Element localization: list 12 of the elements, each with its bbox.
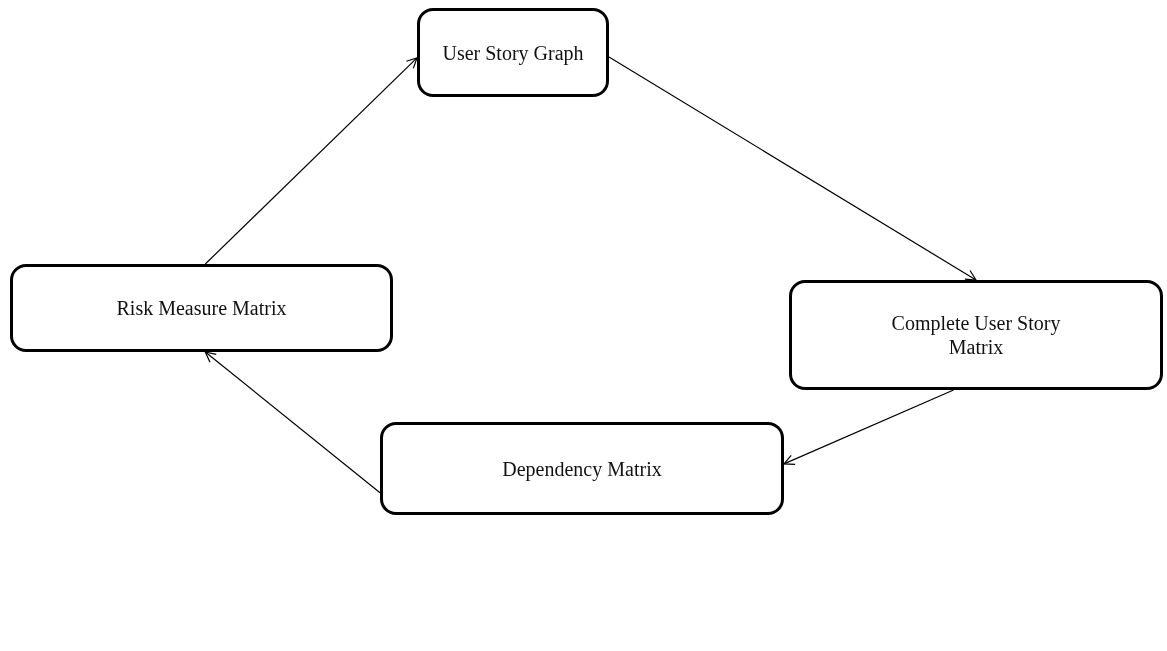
process-box: [789, 280, 1163, 390]
node-label: User Story Graph: [442, 40, 584, 65]
arrow: [204, 351, 381, 494]
node-label: Complete User Story Matrix: [890, 311, 1062, 359]
process-box: [10, 264, 393, 352]
node-label: Risk Measure Matrix: [116, 296, 287, 320]
arrow: [783, 389, 955, 466]
arrow: [204, 57, 418, 265]
node-label: Dependency Matrix: [502, 456, 662, 481]
arrow: [608, 56, 977, 281]
process-box: [417, 8, 609, 97]
process-box: [380, 422, 784, 515]
